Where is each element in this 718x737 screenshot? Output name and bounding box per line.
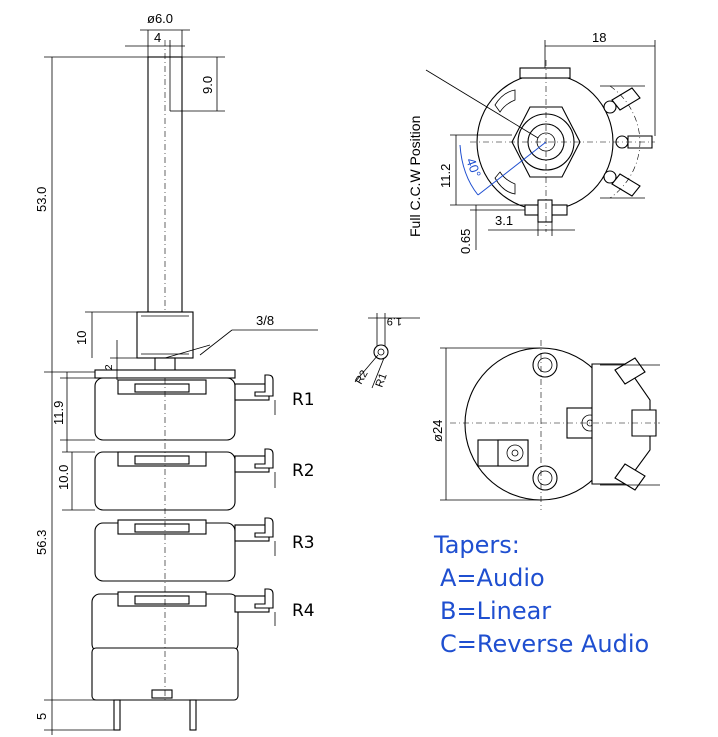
rear-view: ø24	[430, 340, 660, 510]
section-label-r3: R3	[292, 533, 315, 553]
dim-terminal-span: 18	[592, 30, 606, 45]
dim-radius-r1: R1	[374, 372, 390, 389]
taper-item-a: A=Audio	[440, 564, 545, 592]
tapers-legend: Tapers: A=Audio B=Linear C=Reverse Audio	[433, 531, 649, 658]
side-dimension-lines	[44, 29, 318, 735]
deck-r2	[94, 448, 276, 511]
taper-item-b: B=Linear	[440, 597, 551, 625]
deck-r1	[94, 374, 276, 441]
dim-bushing-step: 2	[104, 364, 115, 370]
mounting-plate	[94, 369, 236, 379]
dim-radius-r2: R2	[353, 368, 370, 386]
dim-shaft-flat-length: 9.0	[200, 76, 215, 94]
front-terminals	[600, 85, 653, 199]
section-label-r4: R4	[292, 601, 315, 621]
terminal-detail: 1.9 R2 R1	[353, 313, 420, 389]
side-view: ø6.0 4 9.0 53.0 10 3/8 2 11.9 10.0 56.3 …	[34, 11, 318, 735]
dim-side-height: 11.2	[438, 164, 453, 188]
taper-item-c: C=Reverse Audio	[440, 630, 649, 658]
bushing	[136, 311, 211, 373]
dim-stack-height: 56.3	[34, 530, 49, 555]
section-label-r2: R2	[292, 461, 315, 481]
dim-deck-pitch: 11.9	[51, 401, 66, 425]
dim-lug-offset: 0.65	[458, 229, 473, 254]
position-note: Full C.C.W Position	[407, 116, 423, 237]
dim-shaft-flat-width: 4	[154, 30, 161, 45]
deck-r4	[91, 588, 276, 653]
shaft	[147, 40, 183, 315]
front-view: 18 11.2 40° 3.1 0.65 Full C.C.W Position	[407, 30, 656, 254]
dim-body-diameter: ø24	[430, 420, 445, 442]
dim-bushing-length: 10	[74, 331, 89, 345]
dim-deck-height: 10.0	[56, 465, 71, 490]
dim-terminal-width: 1.9	[387, 315, 402, 327]
dim-lug-width: 3.1	[495, 213, 513, 228]
dim-bushing-thread: 3/8	[256, 313, 274, 328]
dim-ccw-angle: 40°	[463, 156, 484, 180]
dim-shaft-diameter: ø6.0	[147, 11, 173, 26]
section-label-r1: R1	[292, 390, 315, 410]
dim-shaft-length: 53.0	[34, 187, 49, 212]
deck-r3	[94, 517, 276, 582]
dim-terminal-length: 5	[34, 713, 49, 720]
tapers-heading: Tapers:	[433, 531, 520, 559]
